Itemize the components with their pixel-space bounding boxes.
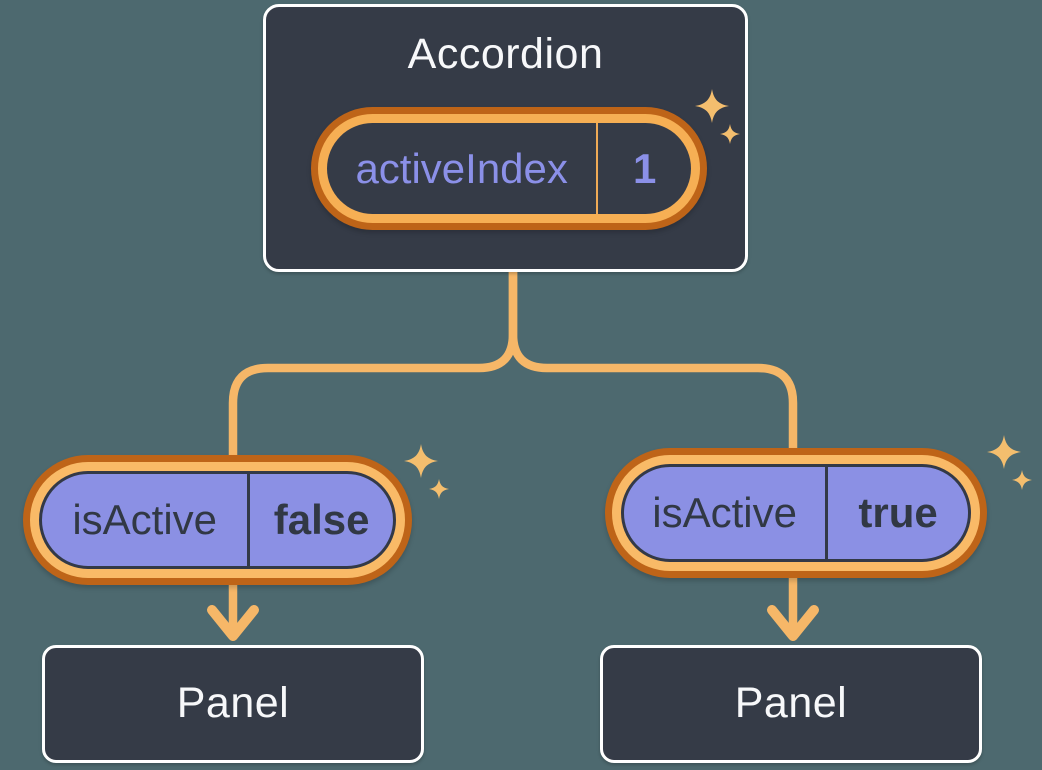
state-pill-isactive-left: isActive false — [23, 455, 412, 585]
state-pill-activeindex: activeIndex 1 — [311, 107, 707, 230]
sparkle-icon — [695, 89, 740, 144]
sparkle-small-icon — [1012, 470, 1032, 490]
state-pill-body: isActive true — [621, 464, 971, 562]
state-label-cell: isActive — [624, 467, 825, 559]
sparkle-icon — [987, 435, 1032, 490]
arrowhead-right-icon — [767, 605, 819, 641]
state-pill-body: activeIndex 1 — [327, 123, 691, 214]
sparkle-big-icon — [695, 89, 729, 123]
state-value: 1 — [632, 144, 657, 192]
sparkle-big-icon — [987, 435, 1021, 469]
sparkle-big-icon — [404, 444, 438, 478]
state-label-cell: activeIndex — [327, 123, 596, 214]
connector-right-branch — [508, 267, 798, 635]
panel-node-title: Panel — [734, 679, 848, 728]
state-value-cell: false — [247, 474, 393, 566]
state-label: isActive — [652, 489, 797, 536]
state-pill-body: isActive false — [39, 471, 396, 569]
state-label: isActive — [72, 496, 218, 543]
panel-node-left: Panel — [42, 645, 424, 763]
state-label-cell: isActive — [42, 474, 247, 566]
arrowhead-left-icon — [207, 605, 259, 641]
state-value-cell: true — [825, 467, 968, 559]
sparkle-small-icon — [429, 479, 449, 499]
panel-node-right: Panel — [600, 645, 982, 763]
state-value-cell: 1 — [596, 123, 691, 214]
state-value: false — [273, 496, 370, 543]
sparkle-small-icon — [720, 124, 740, 144]
accordion-node-title: Accordion — [407, 30, 604, 78]
accordion-node: Accordion activeIndex 1 — [263, 4, 748, 272]
sparkle-icon — [404, 444, 449, 499]
panel-node-title: Panel — [176, 679, 290, 728]
state-pill-isactive-right: isActive true — [605, 448, 987, 578]
state-value: true — [858, 489, 938, 536]
state-label: activeIndex — [355, 144, 568, 192]
